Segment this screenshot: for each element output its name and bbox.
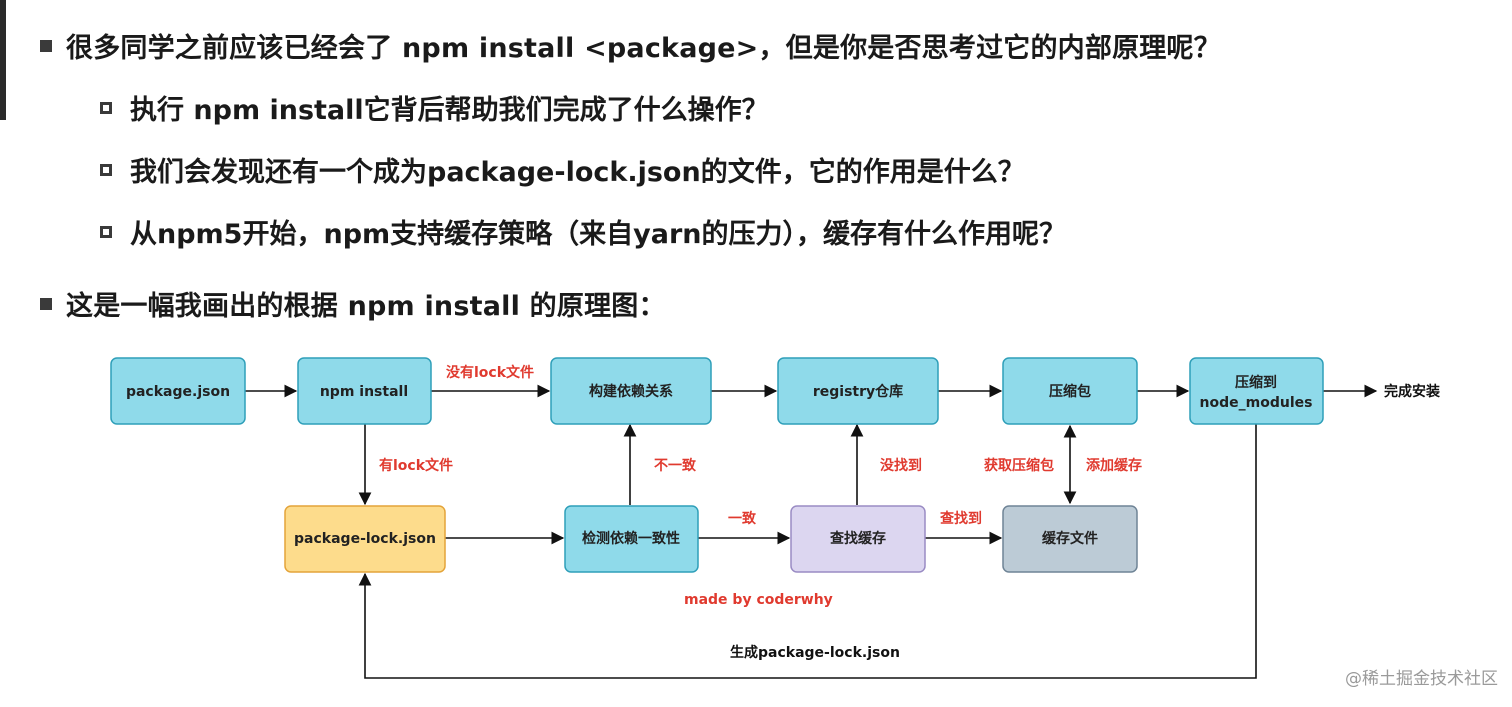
label-no-lock: 没有lock文件 — [446, 364, 534, 381]
diagram-intro-text: 这是一幅我画出的根据 npm install 的原理图： — [66, 291, 666, 322]
intro-text: 很多同学之前应该已经会了 npm install <package>，但是你是否… — [66, 33, 1221, 64]
label-has-lock: 有lock文件 — [379, 457, 453, 474]
svg-text:node_modules: node_modules — [1200, 395, 1313, 411]
label-generate-lock: 生成package-lock.json — [730, 644, 900, 661]
hollow-square-bullet-icon — [100, 225, 112, 238]
label-consistent: 一致 — [728, 510, 757, 527]
arrow-modules-back-to-lock — [358, 424, 1257, 679]
bullet-intro: 很多同学之前应该已经会了 npm install <package>，但是你是否… — [40, 26, 1221, 65]
label-made-by: made by coderwhy — [684, 592, 833, 608]
bullet-diagram-intro: 这是一幅我画出的根据 npm install 的原理图： — [40, 284, 666, 323]
node-to-node-modules: 压缩到 node_modules — [1189, 357, 1324, 425]
label-found: 查找到 — [940, 510, 982, 527]
node-check-consistency: 检测依赖一致性 — [564, 505, 699, 573]
sub-bullet-2: 我们会发现还有一个成为package-lock.json的文件，它的作用是什么？ — [100, 150, 1025, 189]
label-not-found: 没找到 — [880, 457, 922, 474]
sub-bullet-1: 执行 npm install它背后帮助我们完成了什么操作？ — [100, 88, 769, 127]
svg-text:构建依赖关系: 构建依赖关系 — [589, 383, 673, 400]
node-registry: registry仓库 — [777, 357, 939, 425]
node-npm-install: npm install — [297, 357, 432, 425]
svg-text:压缩到: 压缩到 — [1235, 374, 1277, 391]
sub-bullet-text: 从npm5开始，npm支持缓存策略（来自yarn的压力），缓存有什么作用呢？ — [130, 219, 1067, 250]
node-package-lock: package-lock.json — [284, 505, 446, 573]
label-get-package: 获取压缩包 — [984, 457, 1054, 474]
node-find-cache: 查找缓存 — [790, 505, 926, 573]
svg-text:查找缓存: 查找缓存 — [830, 530, 886, 547]
svg-text:npm install: npm install — [320, 384, 408, 400]
filled-square-bullet-icon — [40, 297, 52, 310]
svg-text:package-lock.json: package-lock.json — [294, 531, 436, 547]
left-edge-strip — [0, 0, 6, 120]
node-build-deps: 构建依赖关系 — [550, 357, 712, 425]
sub-bullet-3: 从npm5开始，npm支持缓存策略（来自yarn的压力），缓存有什么作用呢？ — [100, 212, 1066, 251]
sub-bullet-text: 执行 npm install它背后帮助我们完成了什么操作？ — [130, 95, 769, 126]
connectors — [245, 384, 1378, 679]
hollow-square-bullet-icon — [100, 101, 112, 114]
label-inconsistent: 不一致 — [654, 457, 697, 474]
filled-square-bullet-icon — [40, 39, 52, 52]
node-cache-file: 缓存文件 — [1002, 505, 1138, 573]
node-package-json: package.json — [110, 357, 246, 425]
svg-text:压缩包: 压缩包 — [1049, 383, 1091, 400]
sub-bullet-text: 我们会发现还有一个成为package-lock.json的文件，它的作用是什么？ — [130, 157, 1025, 188]
label-add-cache: 添加缓存 — [1086, 457, 1142, 474]
label-install-done: 完成安装 — [1384, 383, 1441, 400]
svg-text:缓存文件: 缓存文件 — [1042, 530, 1098, 547]
svg-text:registry仓库: registry仓库 — [813, 383, 903, 400]
node-compress: 压缩包 — [1002, 357, 1138, 425]
hollow-square-bullet-icon — [100, 163, 112, 176]
watermark: @稀土掘金技术社区 — [1345, 669, 1498, 689]
svg-text:package.json: package.json — [126, 384, 230, 400]
svg-text:检测依赖一致性: 检测依赖一致性 — [582, 530, 680, 547]
